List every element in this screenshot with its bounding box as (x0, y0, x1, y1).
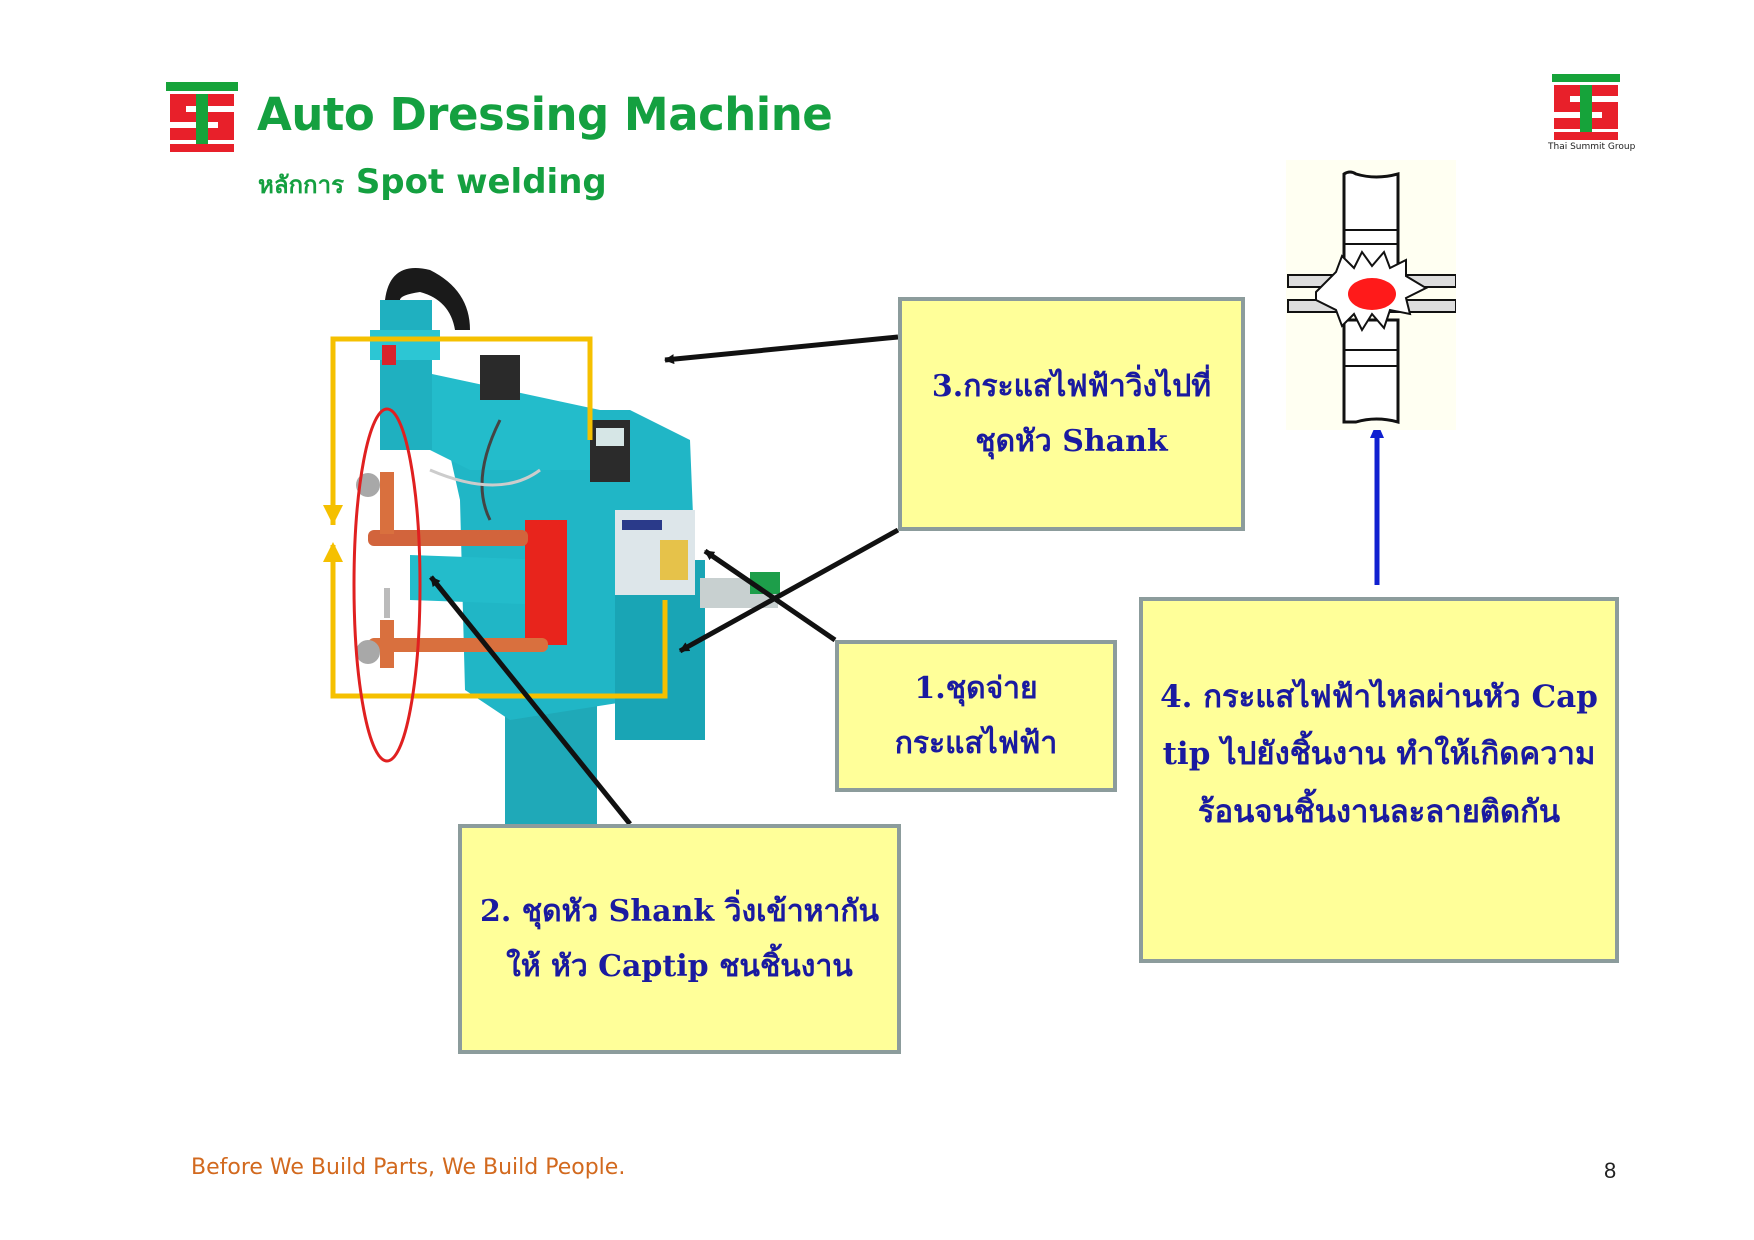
callout-step3-line2: ชุดหัว Shank (975, 424, 1168, 459)
callout-step4-line2: tip ไปยังชิ้นงาน ทำให้เกิดความ (1162, 736, 1596, 773)
callout-step3: 3.กระแสไฟฟ้าวิ่งไปที่ ชุดหัว Shank (898, 297, 1245, 531)
page-subtitle: หลักการ Spot welding (258, 162, 607, 204)
weld-nugget (1348, 278, 1396, 310)
arrow-step3-to-head (664, 334, 899, 365)
page-title: Auto Dressing Machine (257, 88, 833, 141)
callout-step3-line1: 3.กระแสไฟฟ้าวิ่งไปที่ (931, 368, 1212, 404)
callout-step4: 4. กระแสไฟฟ้าไหลผ่านหัว Cap tip ไปยังชิ้… (1139, 597, 1619, 963)
thai-summit-logo-icon (1552, 74, 1620, 140)
callout-step4-line3: ร้อนจนชิ้นงานละลายติดกัน (1197, 793, 1561, 830)
callout-step1-line2: กระแสไฟฟ้า (894, 726, 1058, 761)
logo-caption: Thai Summit Group (1548, 142, 1636, 152)
callout-step1-line1: 1.ชุดจ่าย (914, 670, 1038, 706)
subtitle-thai: หลักการ (258, 170, 344, 199)
callout-step2-line1: 2. ชุดหัว Shank วิ่งเข้าหากัน (479, 893, 880, 929)
page-number: 8 (1604, 1158, 1617, 1183)
arrow-step3-to-shank (678, 527, 900, 654)
arrow-step2-to-shank (429, 575, 632, 826)
thai-summit-logo-right: Thai Summit Group (1548, 74, 1636, 156)
callout-step2-line2: ให้ หัว Captip ชนชิ้นงาน (506, 949, 853, 984)
subtitle-english: Spot welding (355, 162, 607, 202)
thai-summit-logo-left (166, 82, 238, 152)
spot-weld-cross-section-diagram (1286, 160, 1456, 430)
callout-step4-line1: 4. กระแสไฟฟ้าไหลผ่านหัว Cap (1160, 678, 1598, 715)
callout-step1: 1.ชุดจ่าย กระแสไฟฟ้า (835, 640, 1117, 792)
arrow-step1-to-controller (703, 548, 837, 643)
footer-slogan: Before We Build Parts, We Build People. (191, 1155, 626, 1180)
machine-red-panel (525, 520, 567, 645)
captip-highlight-ellipse (352, 407, 422, 763)
callout-step2: 2. ชุดหัว Shank วิ่งเข้าหากัน ให้ หัว Ca… (458, 824, 901, 1054)
